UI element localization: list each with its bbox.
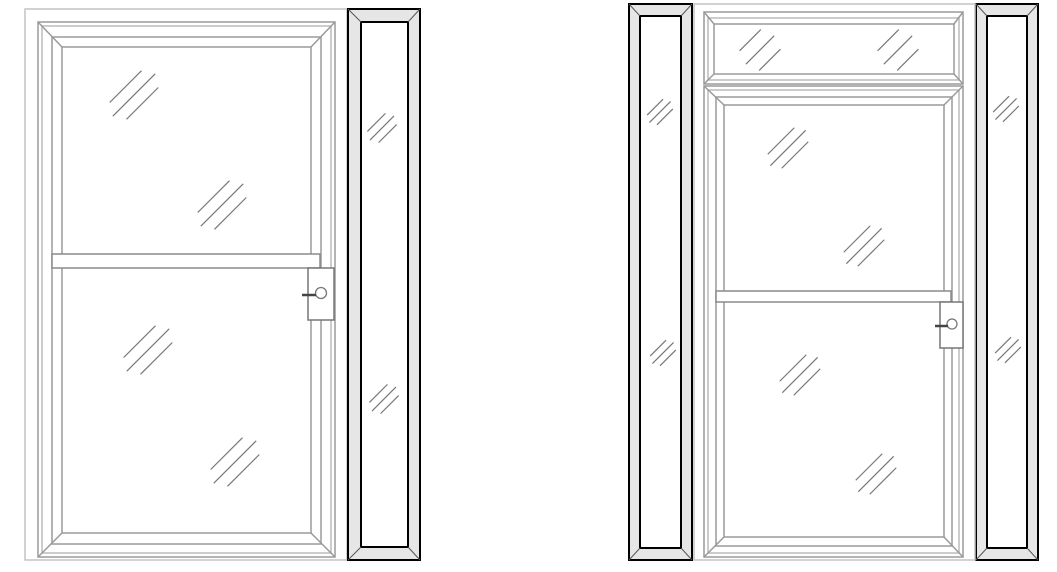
glare-line (649, 339, 667, 357)
knob-icon (314, 286, 328, 300)
glare-line (1004, 346, 1022, 364)
glare-line (781, 356, 819, 394)
glare-line (857, 455, 895, 493)
glare-line (994, 97, 1018, 121)
glare-line (123, 325, 156, 358)
glare-line (779, 354, 807, 382)
glare-line (213, 440, 257, 484)
glare-line (992, 95, 1010, 113)
glare-line (126, 328, 170, 372)
glare-line (781, 141, 809, 169)
glare-line (883, 35, 913, 65)
right-door-handle (935, 301, 964, 349)
glare-line (1002, 105, 1020, 123)
glare-line (793, 368, 821, 396)
glare-line (996, 338, 1020, 362)
glare-line (200, 183, 244, 227)
glare-line (758, 48, 781, 71)
left-transom-bar (51, 253, 321, 269)
glare-line (843, 225, 871, 253)
glare-line (869, 467, 897, 495)
knob-icon (946, 318, 958, 330)
glare-line (651, 341, 675, 365)
glare-line (112, 73, 156, 117)
glare-line (646, 98, 664, 116)
right-transom-bar (715, 290, 952, 303)
right-door-assembly (628, 3, 1039, 561)
glare-line (994, 336, 1012, 354)
glare-line (214, 197, 247, 230)
glare-line (739, 29, 762, 52)
glare-line (368, 383, 388, 403)
right-door-frame (703, 85, 964, 558)
glare-line (857, 239, 885, 267)
glare-line (648, 100, 672, 124)
glare-line (855, 453, 883, 481)
glare-line (109, 70, 142, 103)
glass-glare-marks (109, 29, 1022, 495)
glare-line (659, 349, 677, 367)
right-center-frame (693, 3, 976, 561)
left-door-assembly (24, 8, 421, 561)
right-sidelite-right (975, 3, 1039, 561)
glare-line (745, 35, 775, 65)
glare-line (366, 112, 386, 132)
glare-line (656, 108, 674, 126)
left-door-frame (24, 8, 348, 561)
glare-line (371, 386, 397, 412)
glare-line (845, 227, 883, 265)
glare-line (140, 342, 173, 375)
glare-line (369, 115, 395, 141)
glare-line (378, 124, 398, 144)
glare-line (769, 129, 807, 167)
glare-line (227, 454, 260, 487)
glare-line (896, 48, 919, 71)
glare-line (380, 395, 400, 415)
right-sidelite-left (628, 3, 693, 561)
glare-line (877, 29, 900, 52)
left-door-handle (302, 267, 335, 321)
glare-line (767, 127, 795, 155)
glare-line (126, 87, 159, 120)
left-sidelite (347, 8, 421, 561)
glare-line (210, 437, 243, 470)
glare-line (197, 180, 230, 213)
